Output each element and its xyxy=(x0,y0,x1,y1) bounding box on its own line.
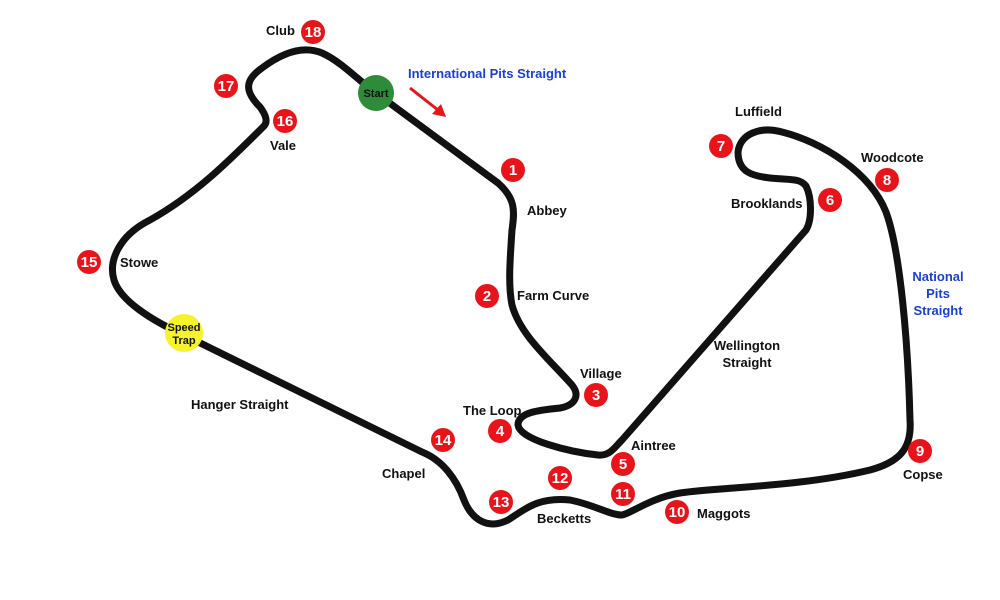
corner-name-brooklands: Brooklands xyxy=(731,196,803,211)
corner-name-chapel: Chapel xyxy=(382,466,425,481)
corner-marker-15: 15 xyxy=(77,250,101,274)
svg-text:13: 13 xyxy=(493,494,510,511)
corner-name-abbey: Abbey xyxy=(527,203,568,218)
corner-name-farm-curve: Farm Curve xyxy=(517,288,589,303)
svg-text:14: 14 xyxy=(435,432,452,449)
corner-name-becketts: Becketts xyxy=(537,511,591,526)
corner-marker-10: 10 xyxy=(665,500,689,524)
svg-text:1: 1 xyxy=(509,162,517,179)
svg-text:12: 12 xyxy=(552,470,569,487)
corner-marker-18: 18 xyxy=(301,20,325,44)
svg-text:17: 17 xyxy=(218,78,235,95)
start-marker: Start xyxy=(358,75,394,111)
corner-marker-1: 1 xyxy=(501,158,525,182)
corner-marker-7: 7 xyxy=(709,134,733,158)
corner-name-club: Club xyxy=(266,23,295,38)
corner-name-the-loop: The Loop xyxy=(463,403,522,418)
corner-marker-8: 8 xyxy=(875,168,899,192)
svg-text:8: 8 xyxy=(883,172,891,189)
svg-text:4: 4 xyxy=(496,423,505,440)
svg-text:18: 18 xyxy=(305,24,322,41)
straight-wellington-line1: Wellington xyxy=(714,338,780,353)
start-label: Start xyxy=(363,88,388,100)
corner-marker-3: 3 xyxy=(584,383,608,407)
straight-wellington-line2: Straight xyxy=(722,355,772,370)
corner-marker-5: 5 xyxy=(611,452,635,476)
svg-text:15: 15 xyxy=(81,254,98,271)
svg-text:11: 11 xyxy=(615,486,631,503)
corner-name-village: Village xyxy=(580,366,622,381)
corner-marker-14: 14 xyxy=(431,428,455,452)
track-outline xyxy=(109,46,914,528)
corner-name-maggots: Maggots xyxy=(697,506,750,521)
straight-international-pits: International Pits Straight xyxy=(408,66,567,81)
svg-text:2: 2 xyxy=(483,288,491,305)
speed-trap-label-line2: Trap xyxy=(172,335,196,347)
svg-text:7: 7 xyxy=(717,138,725,155)
corner-name-aintree: Aintree xyxy=(631,438,676,453)
straight-national-pits-line2: Pits xyxy=(926,286,950,301)
speed-trap-label-line1: Speed xyxy=(167,322,200,334)
corner-marker-9: 9 xyxy=(908,439,932,463)
corner-name-luffield: Luffield xyxy=(735,104,782,119)
svg-text:5: 5 xyxy=(619,456,627,473)
svg-text:16: 16 xyxy=(277,113,294,130)
svg-text:10: 10 xyxy=(669,504,686,521)
corner-name-woodcote: Woodcote xyxy=(861,150,924,165)
svg-text:9: 9 xyxy=(916,443,924,460)
corner-marker-11: 11 xyxy=(611,482,635,506)
corner-marker-6: 6 xyxy=(818,188,842,212)
corner-marker-2: 2 xyxy=(475,284,499,308)
straight-national-pits-line1: National xyxy=(912,269,963,284)
svg-text:6: 6 xyxy=(826,192,834,209)
straight-hanger: Hanger Straight xyxy=(191,397,289,412)
straight-national-pits-line3: Straight xyxy=(913,303,963,318)
corner-marker-4: 4 xyxy=(488,419,512,443)
corner-marker-16: 16 xyxy=(273,109,297,133)
svg-text:3: 3 xyxy=(592,387,600,404)
corner-name-vale: Vale xyxy=(270,138,296,153)
corner-marker-13: 13 xyxy=(489,490,513,514)
corner-marker-12: 12 xyxy=(548,466,572,490)
corner-marker-17: 17 xyxy=(214,74,238,98)
direction-arrow-icon xyxy=(409,86,446,117)
corner-name-copse: Copse xyxy=(903,467,943,482)
speed-trap-marker: Speed Trap xyxy=(165,314,203,352)
corner-name-stowe: Stowe xyxy=(120,255,158,270)
